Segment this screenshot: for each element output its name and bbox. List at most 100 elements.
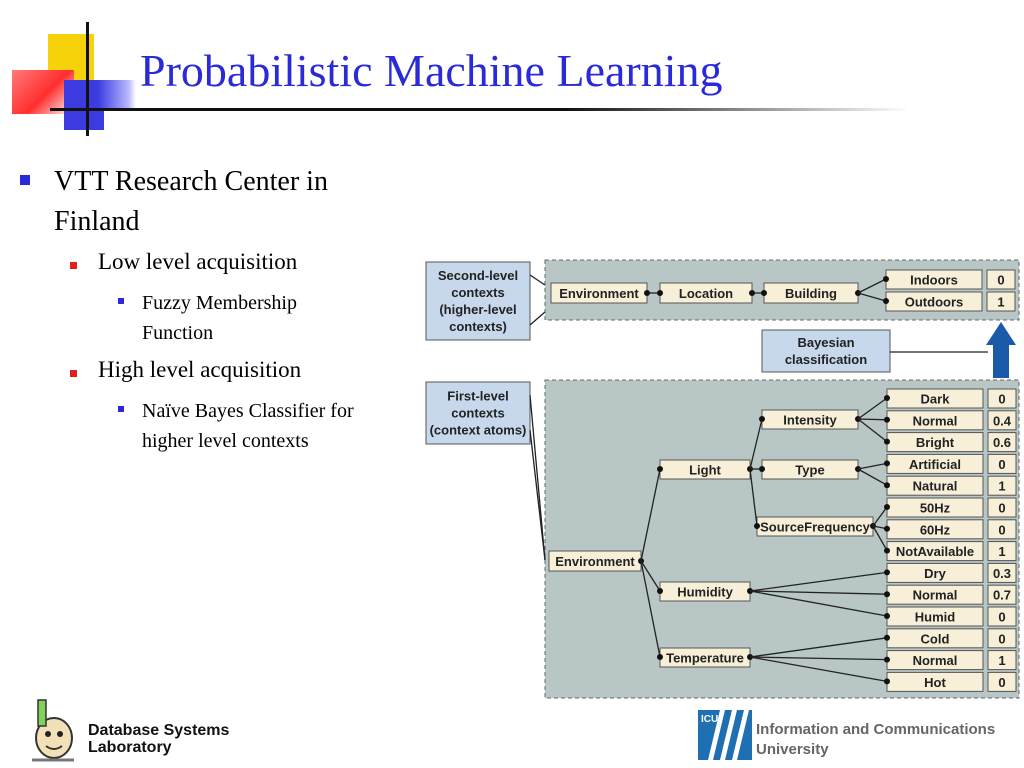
connector-dot — [884, 416, 890, 423]
connector-dot — [759, 416, 765, 422]
leaf-8-label: Dry — [924, 566, 946, 581]
leaf-value-6-label: 0 — [998, 522, 1005, 537]
leaf-value-13-label: 0 — [998, 675, 1005, 690]
connector-dot — [884, 634, 890, 641]
second-level-contexts-label: Second-level — [438, 268, 518, 283]
leaf-value-4-box — [987, 475, 1017, 496]
icu-logo-icon: ICU — [698, 710, 752, 760]
leaf-value-2-label: 0.6 — [993, 435, 1011, 450]
connector-dot — [754, 523, 760, 529]
connector-dot — [884, 395, 890, 401]
bullet-l2a: Low level acquisition — [98, 249, 298, 274]
connector-dot — [884, 504, 890, 510]
leaf-value-4-label: 1 — [998, 479, 1005, 494]
leaf-value-9-box — [987, 584, 1017, 605]
connector-dot — [884, 569, 890, 576]
leaf-value-11-box — [987, 628, 1017, 649]
top-leaf-value-0-label: 0 — [997, 273, 1004, 288]
top-location-label: Location — [679, 286, 733, 301]
leaf-value-0-box — [987, 388, 1017, 409]
leaf-6-label: 60Hz — [920, 522, 951, 537]
top-leaf-1-label: Outdoors — [905, 295, 964, 310]
first-level-contexts-box — [425, 381, 531, 445]
second-level-contexts-label: contexts — [451, 285, 504, 300]
connector-line — [749, 637, 888, 658]
connector-line — [872, 525, 888, 551]
connector-dot — [657, 466, 663, 472]
root-environment-label: Environment — [555, 554, 635, 569]
icu-logo-text: ICU — [701, 714, 718, 725]
leaf-value-5-label: 0 — [998, 501, 1005, 516]
leaf-value-5-box — [987, 497, 1017, 518]
connector-line — [529, 394, 546, 561]
leaf-value-7-label: 1 — [998, 544, 1005, 559]
top-building-label: Building — [785, 286, 837, 301]
level2-2-label: SourceFrequency — [760, 520, 871, 535]
slide-title: Probabilistic Machine Learning — [140, 45, 723, 96]
title-underline — [50, 108, 910, 111]
connector-line — [749, 656, 888, 661]
connector-line — [749, 571, 888, 592]
connector-dot — [884, 656, 890, 663]
leaf-11-label: Cold — [921, 631, 950, 646]
lab-mascot-icon — [32, 699, 74, 762]
second-level-contexts-label: (higher-level — [439, 302, 516, 317]
leaf-5-label: 50Hz — [920, 501, 951, 516]
connector-line — [857, 278, 887, 294]
bayesian-classification-box — [761, 329, 891, 373]
leaf-value-10-label: 0 — [998, 610, 1005, 625]
connector-line — [857, 468, 888, 486]
connector-dot — [884, 547, 890, 554]
leaf-value-1-box — [987, 410, 1017, 431]
level2-0-label: Intensity — [783, 413, 837, 428]
top-leaf-0-label: Indoors — [910, 273, 958, 288]
leaf-value-2-box — [987, 432, 1017, 453]
connector-line — [857, 292, 887, 302]
leaf-9-label: Normal — [913, 588, 958, 603]
leaf-2-label: Bright — [916, 435, 955, 450]
leaf-7-label: NotAvailable — [896, 544, 974, 559]
connector-line — [857, 397, 888, 420]
second-level-contexts-box — [425, 261, 531, 341]
connector-dot — [759, 466, 765, 472]
connector-line — [857, 418, 888, 421]
connector-dot — [883, 276, 889, 282]
leaf-value-0-label: 0 — [998, 392, 1005, 407]
connector-line — [640, 468, 661, 562]
connector-line — [640, 560, 661, 592]
level2-1-label: Type — [795, 463, 824, 478]
bullet-marker — [118, 298, 124, 304]
connector-dot — [884, 613, 890, 619]
connector-line — [529, 274, 546, 286]
connector-dot — [884, 678, 890, 685]
connector-line — [640, 560, 661, 658]
connector-line — [529, 429, 546, 561]
leaf-value-11-label: 0 — [998, 631, 1005, 646]
second-level-contexts-label: contexts) — [449, 319, 507, 334]
connector-dot — [644, 290, 650, 296]
bayesian-classification-label: classification — [785, 352, 867, 367]
up-arrow-icon — [986, 322, 1016, 378]
connector-dot — [884, 525, 890, 532]
first-level-contexts-label: contexts — [451, 406, 504, 421]
leaf-value-7-box — [987, 541, 1017, 562]
leaf-value-3-label: 0 — [998, 457, 1005, 472]
first-level-contexts-label: First-level — [447, 389, 508, 404]
bullet-marker — [118, 406, 124, 412]
leaf-value-3-box — [987, 453, 1017, 474]
connector-dot — [883, 298, 889, 304]
leaf-value-10-box — [987, 606, 1017, 627]
connector-line — [749, 656, 888, 683]
connector-line — [749, 468, 758, 527]
connector-dot — [884, 482, 890, 489]
leaf-0-label: Dark — [921, 392, 951, 407]
leaf-value-13-box — [987, 671, 1017, 692]
level1-2-label: Temperature — [666, 651, 744, 666]
connector-line — [529, 311, 546, 326]
connector-line — [749, 418, 763, 470]
